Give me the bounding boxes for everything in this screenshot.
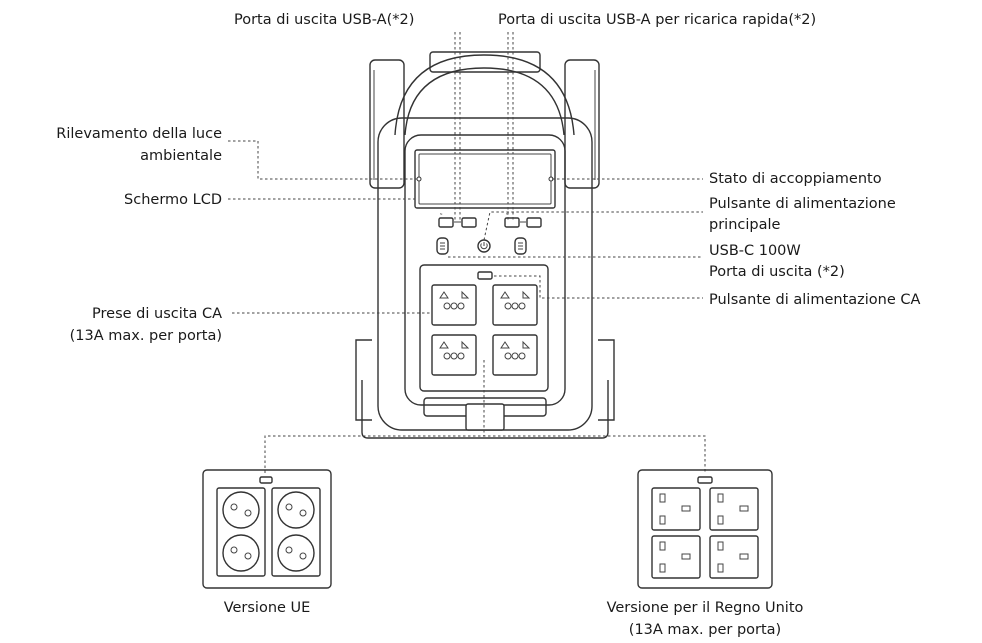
ambient-light-sensor — [416, 176, 422, 182]
label-ambient-light-1: Rilevamento della luce — [56, 126, 222, 142]
label-ambient-light-2: ambientale — [140, 148, 222, 164]
label-uk-version-1: Versione per il Regno Unito — [607, 600, 804, 616]
label-lcd: Schermo LCD — [124, 192, 222, 208]
lcd-screen — [414, 149, 556, 209]
labels: Porta di uscita USB-A(*2) Porta di uscit… — [56, 12, 920, 638]
label-main-power-2: principale — [709, 217, 781, 233]
uk-version-panel — [637, 469, 773, 589]
label-usb-a-output: Porta di uscita USB-A(*2) — [234, 12, 414, 28]
ac-power-button — [477, 271, 493, 280]
universal-socket-icon — [431, 284, 538, 376]
schuko-socket-icon — [216, 487, 321, 577]
leader-lines — [228, 32, 706, 473]
label-eu-version: Versione UE — [224, 600, 311, 616]
label-ac-button: Pulsante di alimentazione CA — [709, 292, 920, 308]
label-ac-outlets-1: Prese di uscita CA — [92, 306, 222, 322]
usb-a-port-icon: ⇆ ⇆ — [438, 212, 542, 228]
usb-c-port-icon — [436, 237, 527, 255]
power-button-icon — [477, 239, 491, 253]
svg-text:⇆: ⇆ — [440, 212, 443, 216]
eu-version-panel — [202, 469, 332, 589]
label-ac-outlets-2: (13A max. per porta) — [70, 328, 222, 344]
uk-socket-icon — [651, 487, 759, 579]
label-usbc-2: Porta di uscita (*2) — [709, 264, 845, 280]
label-usbc-1: USB-C 100W — [709, 243, 801, 259]
label-pairing: Stato di accoppiamento — [709, 171, 882, 187]
label-main-power-1: Pulsante di alimentazione — [709, 196, 896, 212]
label-usb-a-fast: Porta di uscita USB-A per ricarica rapid… — [498, 12, 816, 28]
label-uk-version-2: (13A max. per porta) — [629, 622, 781, 638]
power-station-device: ⇆ ⇆ — [355, 51, 615, 439]
